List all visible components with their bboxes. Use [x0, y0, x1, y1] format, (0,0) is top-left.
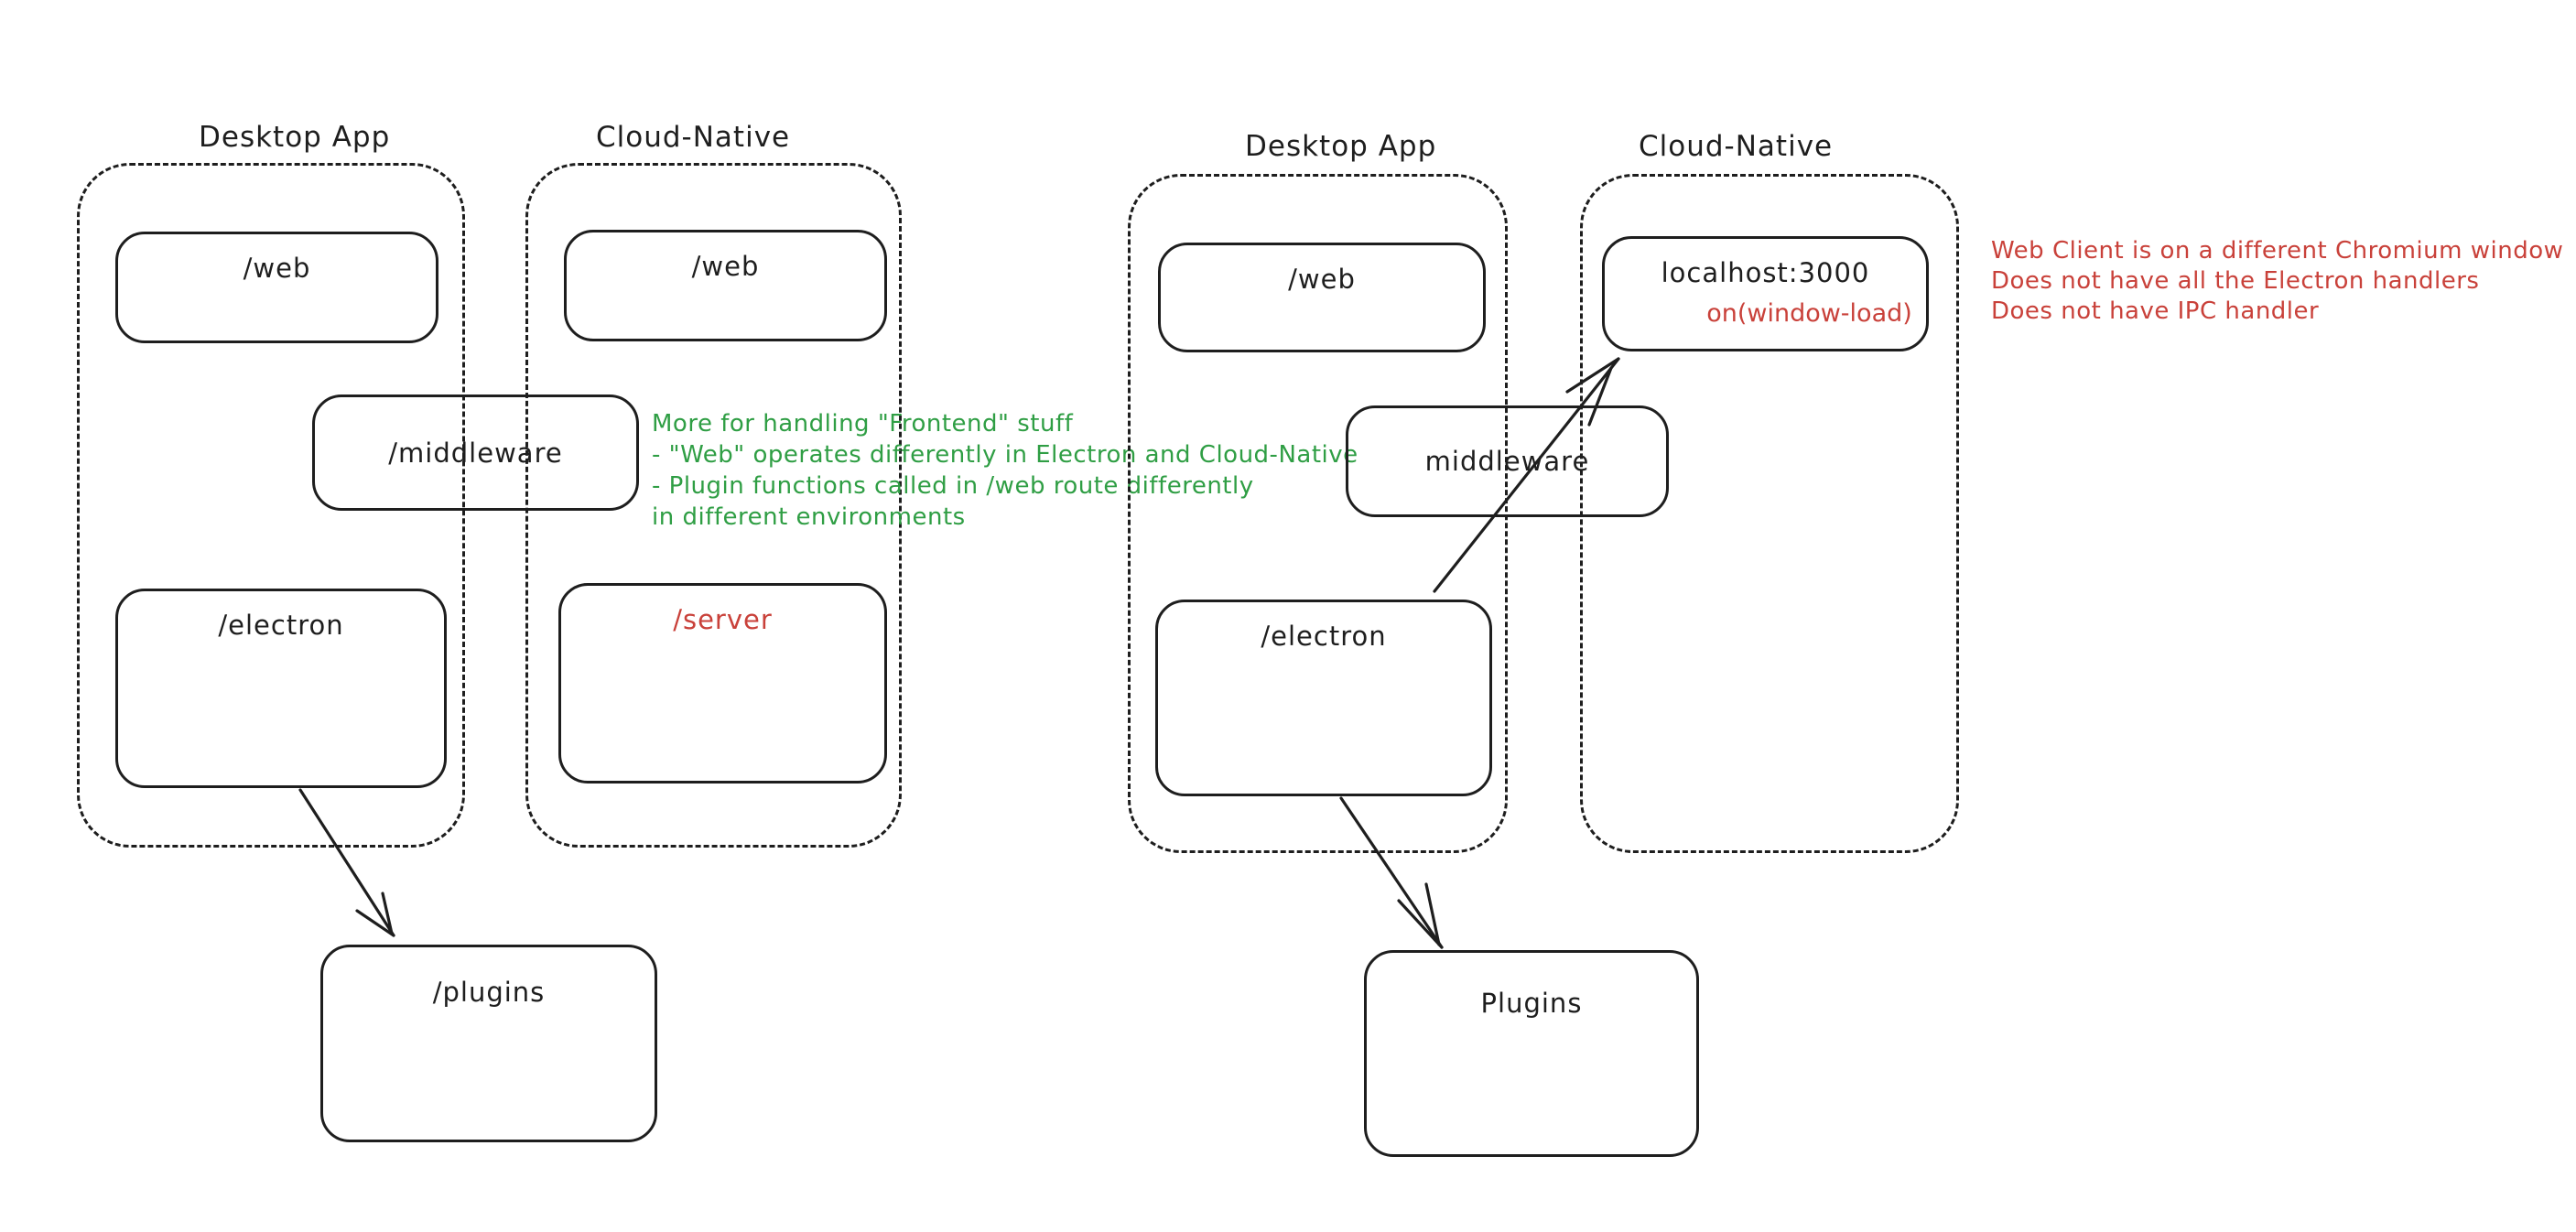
note-green-frontend: More for handling "Frontend" stuff - "We… — [652, 408, 1358, 533]
box-localhost-label: localhost:3000 — [1661, 257, 1870, 288]
box-electron-left-label: /electron — [218, 610, 344, 641]
box-web-cloud-left-label: /web — [691, 251, 760, 282]
box-middleware-left-label: /middleware — [388, 437, 563, 469]
box-electron-right: /electron — [1155, 600, 1492, 796]
box-web-right: /web — [1158, 243, 1486, 352]
box-web-right-label: /web — [1288, 264, 1356, 295]
box-electron-left: /electron — [115, 589, 447, 788]
box-server-left: /server — [558, 583, 887, 784]
note-green-line: More for handling "Frontend" stuff — [652, 410, 1074, 438]
box-web-desktop-left-label: /web — [243, 253, 311, 284]
note-green-line: - "Web" operates differently in Electron… — [652, 441, 1358, 469]
group-title-desktop-app-right: Desktop App — [1245, 130, 1437, 163]
box-localhost-window-load-label: on(window-load) — [1706, 299, 1912, 328]
container-desktop-app-left — [77, 163, 465, 848]
box-plugins-left: /plugins — [320, 945, 657, 1142]
box-plugins-right: Plugins — [1364, 950, 1699, 1157]
note-red-line: Does not have IPC handler — [1991, 297, 2320, 325]
note-green-line: in different environments — [652, 503, 966, 531]
container-cloud-native-left — [525, 163, 902, 848]
box-localhost: localhost:3000 on(window-load) — [1602, 236, 1929, 351]
note-green-line: - Plugin functions called in /web route … — [652, 472, 1254, 500]
box-middleware-right: middleware — [1346, 405, 1669, 517]
box-server-left-label: /server — [673, 604, 773, 635]
box-web-cloud-left: /web — [564, 230, 887, 341]
group-title-cloud-native-left: Cloud-Native — [596, 121, 791, 154]
note-red-web-client: Web Client is on a different Chromium wi… — [1991, 236, 2563, 327]
note-red-line: Does not have all the Electron handlers — [1991, 267, 2480, 295]
note-red-line: Web Client is on a different Chromium wi… — [1991, 237, 2564, 265]
box-electron-right-label: /electron — [1261, 621, 1387, 652]
group-title-cloud-native-right: Cloud-Native — [1639, 130, 1834, 163]
box-middleware-left: /middleware — [312, 394, 639, 511]
box-plugins-left-label: /plugins — [432, 977, 546, 1008]
box-plugins-right-label: Plugins — [1480, 988, 1583, 1019]
box-middleware-right-label: middleware — [1424, 446, 1590, 477]
box-web-desktop-left: /web — [115, 232, 438, 343]
group-title-desktop-app-left: Desktop App — [199, 121, 391, 154]
